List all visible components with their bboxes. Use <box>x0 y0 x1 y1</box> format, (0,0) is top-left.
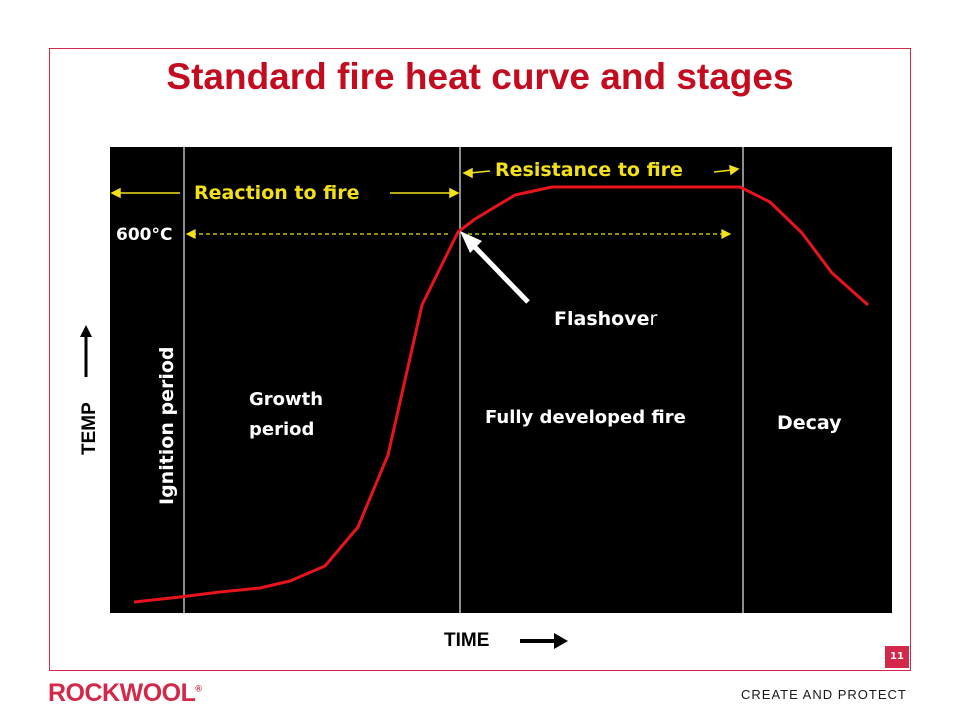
flashover-label-tail: r <box>649 308 658 330</box>
time-axis-label: TIME <box>444 630 490 651</box>
temp-up-arrow-icon <box>80 325 92 377</box>
ignition-period-label: Ignition period <box>156 346 178 505</box>
rockwool-logo: ROCKWOOL® <box>48 679 202 708</box>
resistance-span-arrows <box>462 164 740 179</box>
temp-600-label: 600°C <box>116 225 173 245</box>
fire-curve-diagram: Reaction to fire Resistance to fire 600°… <box>110 147 892 613</box>
time-right-arrow-icon <box>520 633 568 649</box>
fire-curve-svg <box>110 147 869 613</box>
slide-frame <box>49 48 911 671</box>
heat-curve <box>133 185 869 604</box>
growth-period-label-line2: period <box>249 419 315 440</box>
registered-mark-icon: ® <box>195 683 202 694</box>
page-number-badge: 11 <box>885 646 909 668</box>
decay-label: Decay <box>777 412 842 434</box>
brand-tagline: CREATE AND PROTECT <box>741 687 907 702</box>
resistance-to-fire-label: Resistance to fire <box>495 159 683 181</box>
growth-period-label-line1: Growth <box>249 389 324 410</box>
rockwool-logo-text: ROCKWOOL <box>48 679 196 707</box>
flashover-label: Flashover <box>554 308 657 330</box>
slide-title: Standard fire heat curve and stages <box>166 56 794 97</box>
temp-600-marker-line <box>185 229 732 239</box>
reaction-span-arrows <box>110 187 460 199</box>
reaction-to-fire-label: Reaction to fire <box>194 182 360 204</box>
flashover-pointer-arrow <box>460 231 530 304</box>
fully-developed-fire-label: Fully developed fire <box>485 407 686 428</box>
temp-axis-label: TEMP <box>79 402 100 455</box>
flashover-label-main: Flashove <box>554 308 650 330</box>
